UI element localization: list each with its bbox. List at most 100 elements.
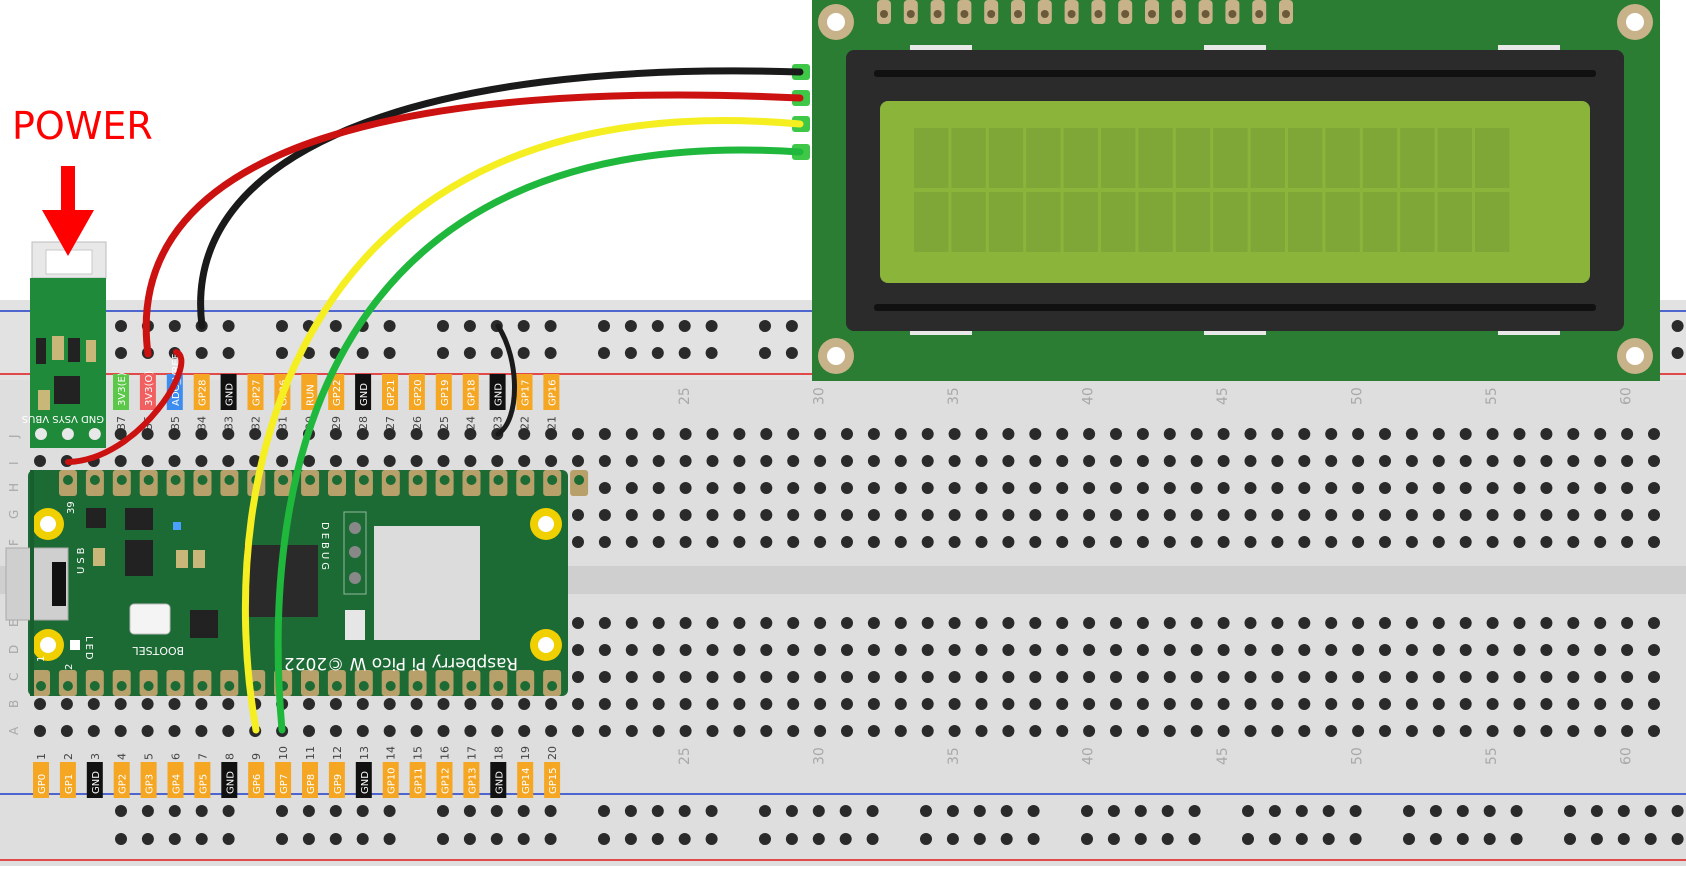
- breadboard-hole: [222, 455, 235, 467]
- pin-label-box: [328, 374, 345, 410]
- rail-hole: [1349, 833, 1362, 845]
- rail-hole: [1134, 805, 1147, 817]
- bottom-pin-label: GP11: [414, 767, 425, 794]
- bottom-pin-number: 6: [170, 753, 183, 760]
- lcd-cell: [951, 128, 986, 188]
- breadboard-hole: [356, 455, 369, 467]
- breadboard-hole: [1029, 725, 1042, 737]
- lcd-cell: [1213, 192, 1248, 252]
- breadboard-hole: [114, 698, 127, 710]
- breadboard-hole: [1459, 698, 1472, 710]
- breadboard-hole: [1405, 455, 1418, 467]
- breadboard-hole: [814, 509, 827, 521]
- pin-label-box: [33, 762, 49, 798]
- breadboard-hole: [1056, 455, 1069, 467]
- breadboard-hole: [1567, 455, 1580, 467]
- row-letter: B: [7, 700, 21, 708]
- rail-hole: [222, 320, 235, 332]
- breadboard-hole: [1486, 644, 1499, 656]
- pin-label-box: [382, 762, 399, 798]
- breadboard-hole: [1190, 428, 1203, 440]
- breadboard-hole: [1379, 428, 1391, 440]
- breadboard-hole: [1325, 698, 1338, 710]
- wire-red: [142, 91, 804, 358]
- rail-hole: [437, 833, 449, 845]
- bottom-pin-number: 19: [519, 746, 532, 760]
- breadboard-hole: [1325, 509, 1338, 521]
- breadboard-hole: [437, 428, 450, 440]
- breadboard-hole: [733, 671, 746, 683]
- breadboard-hole: [1432, 725, 1445, 737]
- breadboard-hole: [787, 455, 800, 467]
- breadboard-hole: [1486, 482, 1499, 494]
- lcd-cell: [1325, 128, 1360, 188]
- breadboard-hole: [545, 428, 558, 440]
- breadboard-hole: [1136, 617, 1149, 629]
- breadboard-hole: [518, 428, 531, 440]
- breadboard-hole: [1352, 428, 1365, 440]
- breadboard-hole: [1594, 536, 1607, 548]
- breadboard-hole: [1648, 698, 1660, 710]
- breadboard-hole: [1298, 428, 1311, 440]
- breadboard-hole: [87, 725, 100, 737]
- breadboard-hole: [1352, 671, 1365, 683]
- rail-hole: [705, 805, 718, 817]
- breadboard-hole: [679, 617, 692, 629]
- breadboard-hole: [867, 428, 880, 440]
- breadboard-hole: [1298, 671, 1311, 683]
- breadboard-hole: [491, 698, 504, 710]
- breadboard-hole: [1029, 455, 1042, 467]
- breadboard-hole: [679, 725, 692, 737]
- rail-hole: [1081, 833, 1093, 845]
- breadboard-hole: [975, 644, 988, 656]
- breadboard-hole: [114, 455, 127, 467]
- breadboard-hole: [410, 428, 423, 440]
- breadboard-hole: [1271, 671, 1284, 683]
- breadboard-hole: [1648, 644, 1660, 656]
- bottom-pin-label: GP6: [252, 774, 263, 794]
- rail-hole: [195, 347, 208, 359]
- breadboard-hole: [572, 725, 584, 737]
- breadboard-hole: [733, 482, 746, 494]
- bootsel-button: [129, 603, 171, 635]
- rail-hole: [1242, 805, 1254, 817]
- breadboard-hole: [1379, 509, 1391, 521]
- breadboard-hole: [1594, 617, 1607, 629]
- rail-hole: [1322, 833, 1335, 845]
- pin-label-box: [409, 762, 426, 798]
- breadboard-hole: [1163, 482, 1176, 494]
- breadboard-hole: [1298, 617, 1311, 629]
- column-numbers: 25253030353540404545505055556060JIHGFEDC…: [7, 387, 1635, 765]
- bottom-pin-label: GND: [91, 771, 102, 794]
- breadboard-hole: [329, 428, 342, 440]
- breadboard-hole: [652, 509, 665, 521]
- breadboard-hole: [625, 455, 638, 467]
- lcd-header-pins: [877, 0, 1293, 24]
- row-letter: I: [7, 461, 21, 465]
- breadboard-hole: [1486, 509, 1499, 521]
- column-number: 40: [1081, 747, 1097, 765]
- rail-hole: [1000, 805, 1013, 817]
- breadboard-hole: [1648, 428, 1660, 440]
- breadboard-hole: [464, 455, 477, 467]
- breadboard-hole: [34, 455, 46, 467]
- breadboard-hole: [1083, 455, 1096, 467]
- top-pin-number: 34: [196, 416, 209, 430]
- breadboard-hole: [1083, 536, 1096, 548]
- breadboard-hole: [598, 698, 611, 710]
- top-pin-number: 35: [169, 416, 182, 430]
- rail-hole: [1268, 805, 1281, 817]
- breadboard-hole: [1621, 644, 1634, 656]
- rail-hole: [1456, 805, 1469, 817]
- breadboard-hole: [1217, 725, 1230, 737]
- bottom-pin-label: GP12: [441, 767, 452, 794]
- breadboard-hole: [1298, 725, 1311, 737]
- power-label: POWER: [12, 104, 153, 148]
- breadboard-hole: [948, 617, 961, 629]
- breadboard-hole: [1513, 617, 1526, 629]
- column-number: 60: [1619, 747, 1635, 765]
- breadboard-hole: [921, 698, 934, 710]
- breadboard-hole: [679, 428, 692, 440]
- breadboard-hole: [1325, 644, 1338, 656]
- breadboard-hole: [1594, 428, 1607, 440]
